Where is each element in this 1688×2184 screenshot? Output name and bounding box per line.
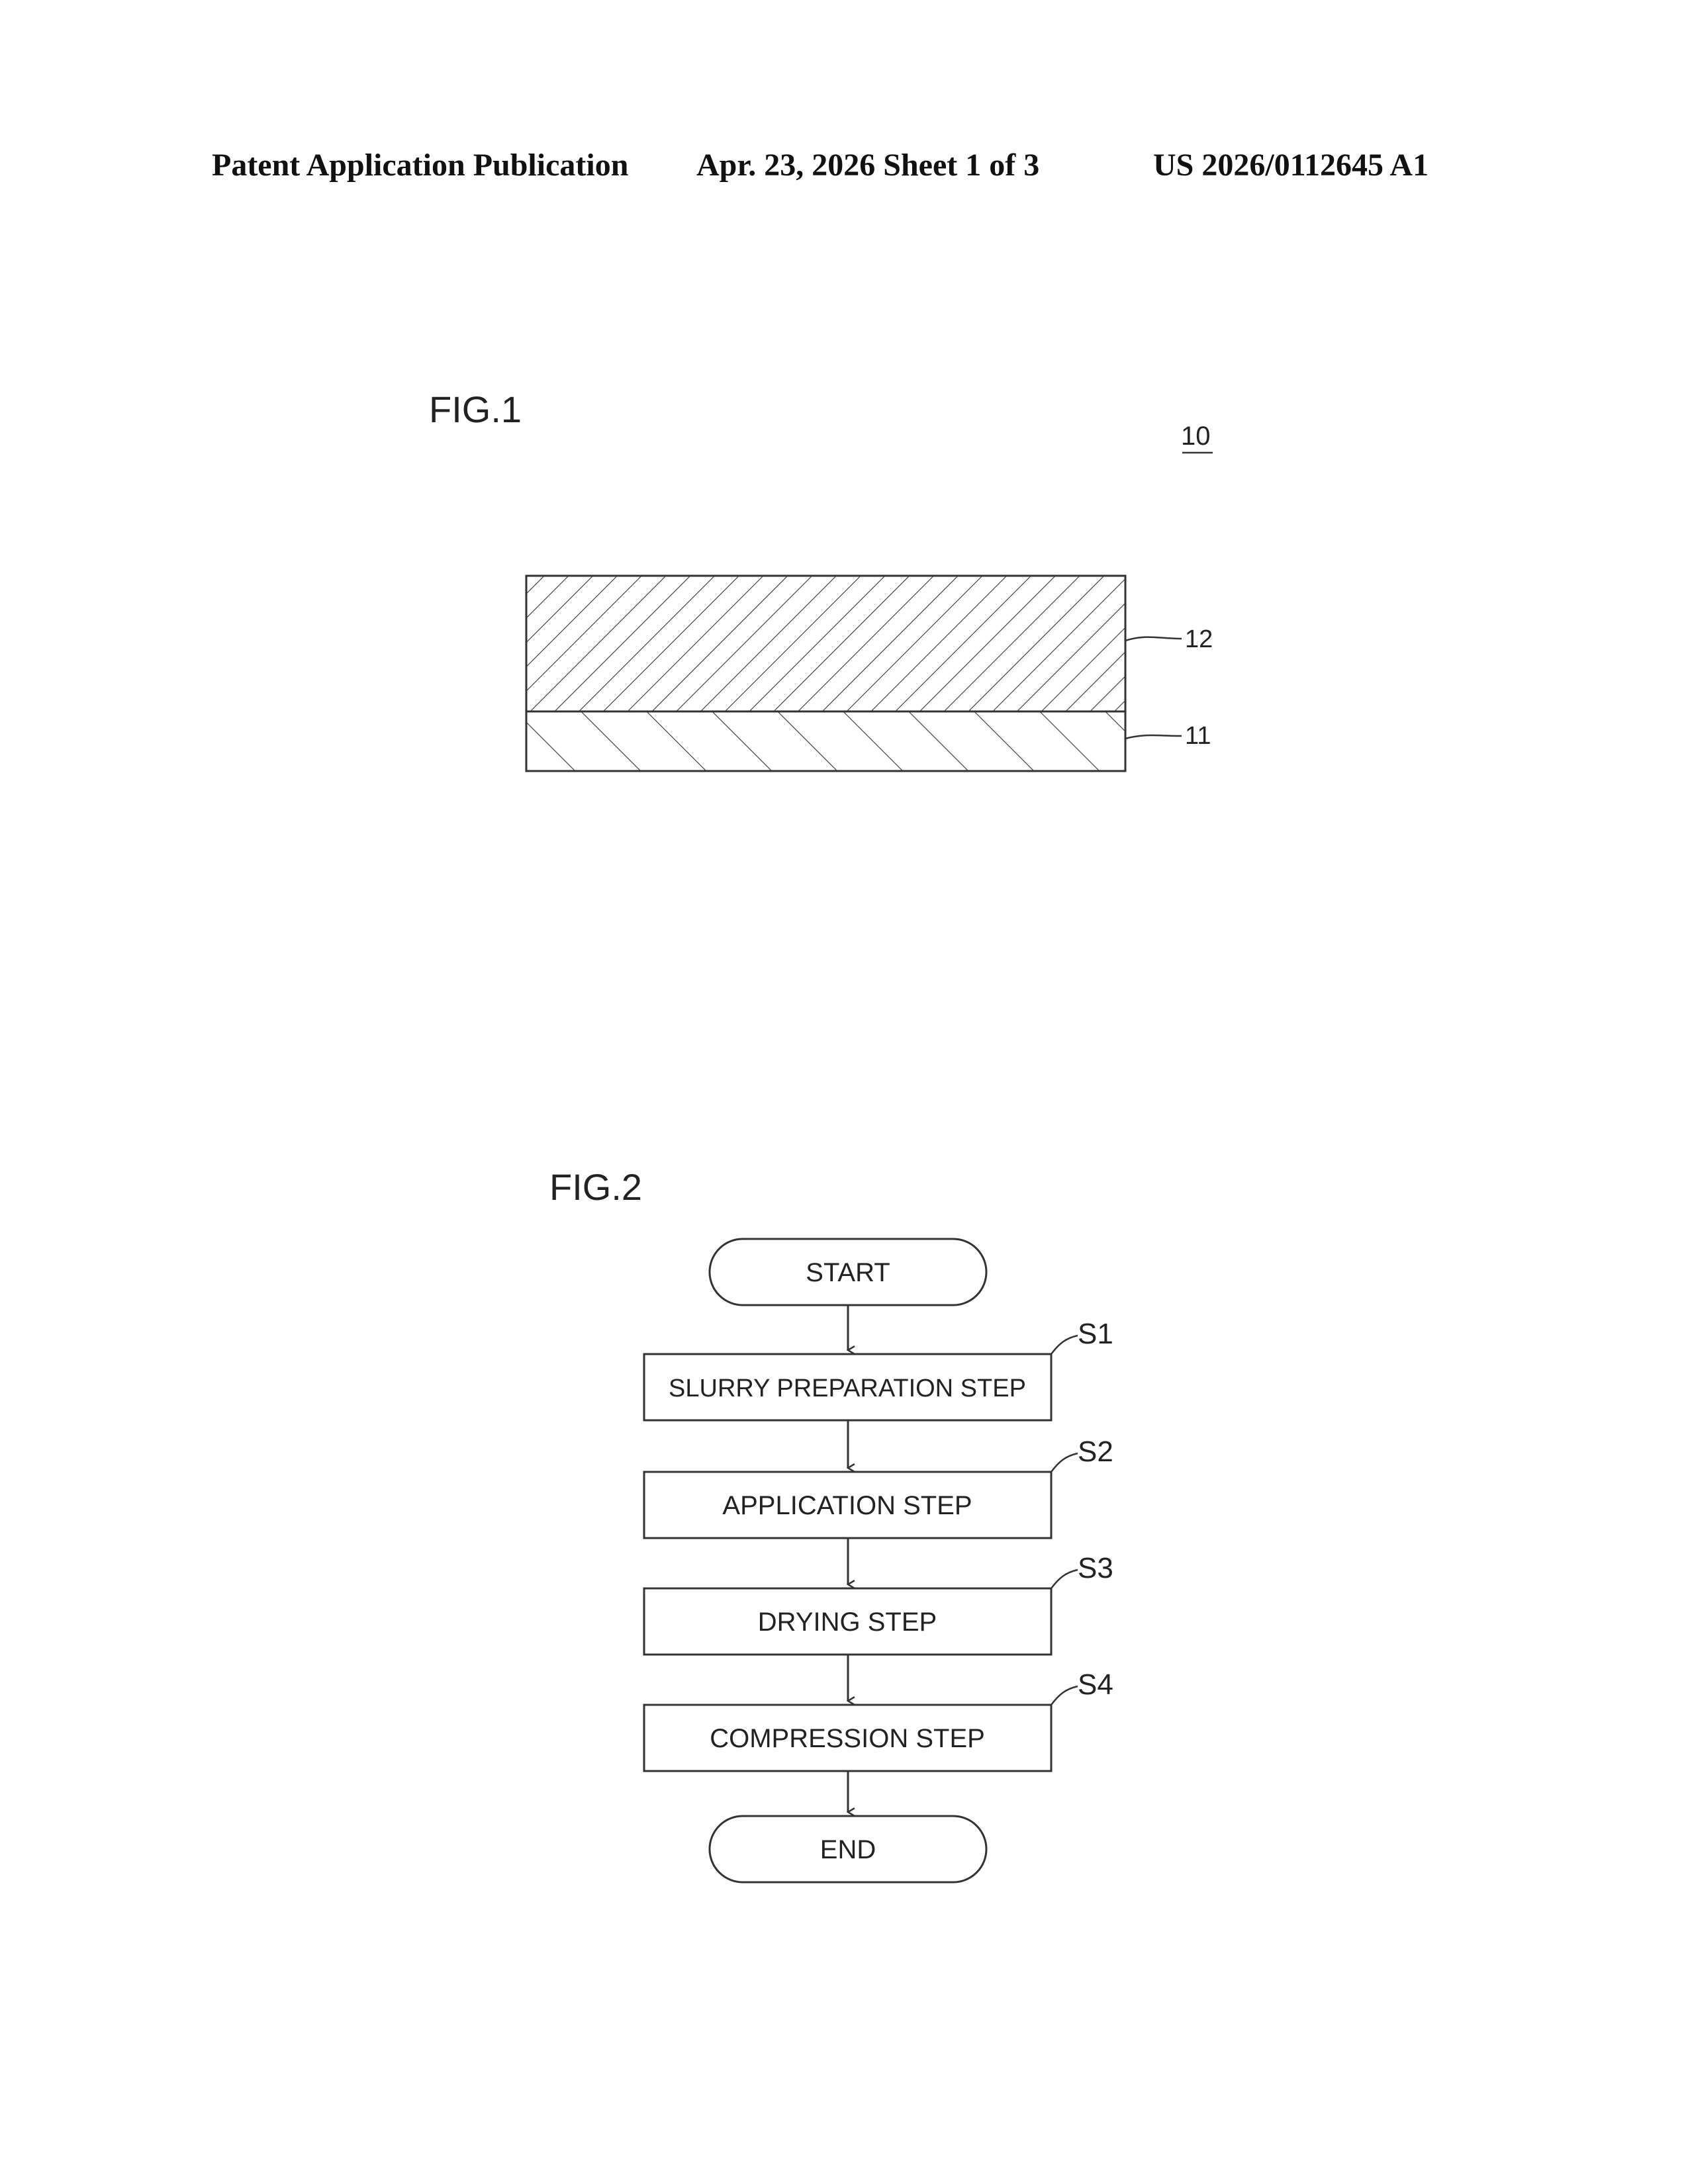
- figure-1: FIG.1 10 12 11: [429, 388, 1213, 771]
- flow-step-s1-label: SLURRY PREPARATION STEP: [669, 1375, 1026, 1402]
- flow-start-label: START: [806, 1258, 890, 1287]
- flow-step-s1-id: S1: [1078, 1318, 1113, 1350]
- fig1-bottom-layer: [526, 711, 1125, 771]
- flow-step-s4-id: S4: [1078, 1668, 1113, 1701]
- fig1-leader-11: [1125, 735, 1182, 739]
- fig1-ref-bottom-layer: 11: [1185, 722, 1211, 750]
- flow-step-s3-leader: [1051, 1570, 1078, 1588]
- flow-end-label: END: [820, 1835, 876, 1864]
- flow-step-s3-id: S3: [1078, 1552, 1113, 1584]
- flow-step-s3-label: DRYING STEP: [758, 1608, 937, 1637]
- fig1-ref-top-layer: 12: [1185, 625, 1213, 653]
- fig1-ref-main: 10: [1181, 422, 1211, 451]
- flow-step-s2-id: S2: [1078, 1435, 1113, 1468]
- fig1-title: FIG.1: [429, 388, 522, 430]
- flow-step-s2-label: APPLICATION STEP: [722, 1491, 972, 1520]
- figure-2: FIG.2 START SLURRY PREPARATION STEP S1 A…: [549, 1166, 1113, 1882]
- fig2-title: FIG.2: [549, 1166, 642, 1208]
- flow-step-s4-label: COMPRESSION STEP: [710, 1724, 985, 1753]
- fig1-top-layer: [526, 576, 1125, 711]
- flow-step-s1-leader: [1051, 1336, 1078, 1354]
- flow-step-s4-leader: [1051, 1686, 1078, 1705]
- flow-step-s2-leader: [1051, 1453, 1078, 1472]
- fig1-leader-12: [1125, 637, 1182, 641]
